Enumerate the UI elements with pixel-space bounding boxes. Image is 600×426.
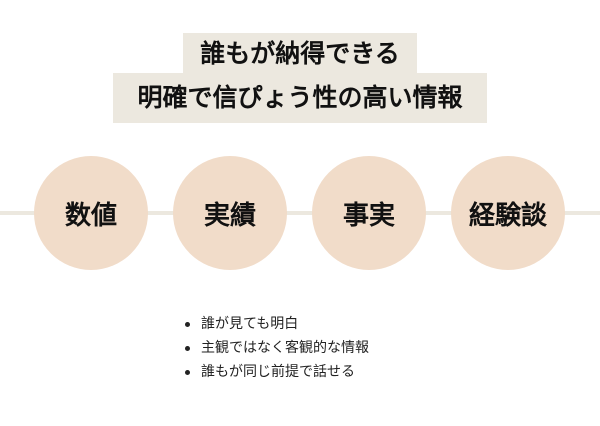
circle-label: 事実 xyxy=(342,200,395,231)
bullet-list: 誰が見ても明白 主観ではなく客観的な情報 誰もが同じ前提で話せる xyxy=(183,312,369,384)
bullet-dot-icon xyxy=(185,322,190,327)
bullet-item: 誰が見ても明白 xyxy=(183,312,369,336)
bullet-text: 主観ではなく客観的な情報 xyxy=(201,340,369,356)
circle-label: 実績 xyxy=(203,200,256,231)
circle-label: 数値 xyxy=(64,200,117,231)
bullet-dot-icon xyxy=(185,346,190,351)
title-line-2: 明確で信ぴょう性の高い情報 xyxy=(113,73,487,123)
bullet-dot-icon xyxy=(185,370,190,375)
bullet-item: 主観ではなく客観的な情報 xyxy=(183,336,369,360)
circle-facts: 事実 xyxy=(312,156,426,270)
bullet-text: 誰もが同じ前提で話せる xyxy=(201,364,355,380)
circle-achievements: 実績 xyxy=(173,156,287,270)
bullet-item: 誰もが同じ前提で話せる xyxy=(183,360,369,384)
circle-label: 経験談 xyxy=(468,200,547,231)
circle-experiences: 経験談 xyxy=(451,156,565,270)
connector-line xyxy=(0,211,600,215)
circle-numbers: 数値 xyxy=(34,156,148,270)
title-line-1: 誰もが納得できる xyxy=(183,33,417,74)
bullet-text: 誰が見ても明白 xyxy=(201,316,299,332)
